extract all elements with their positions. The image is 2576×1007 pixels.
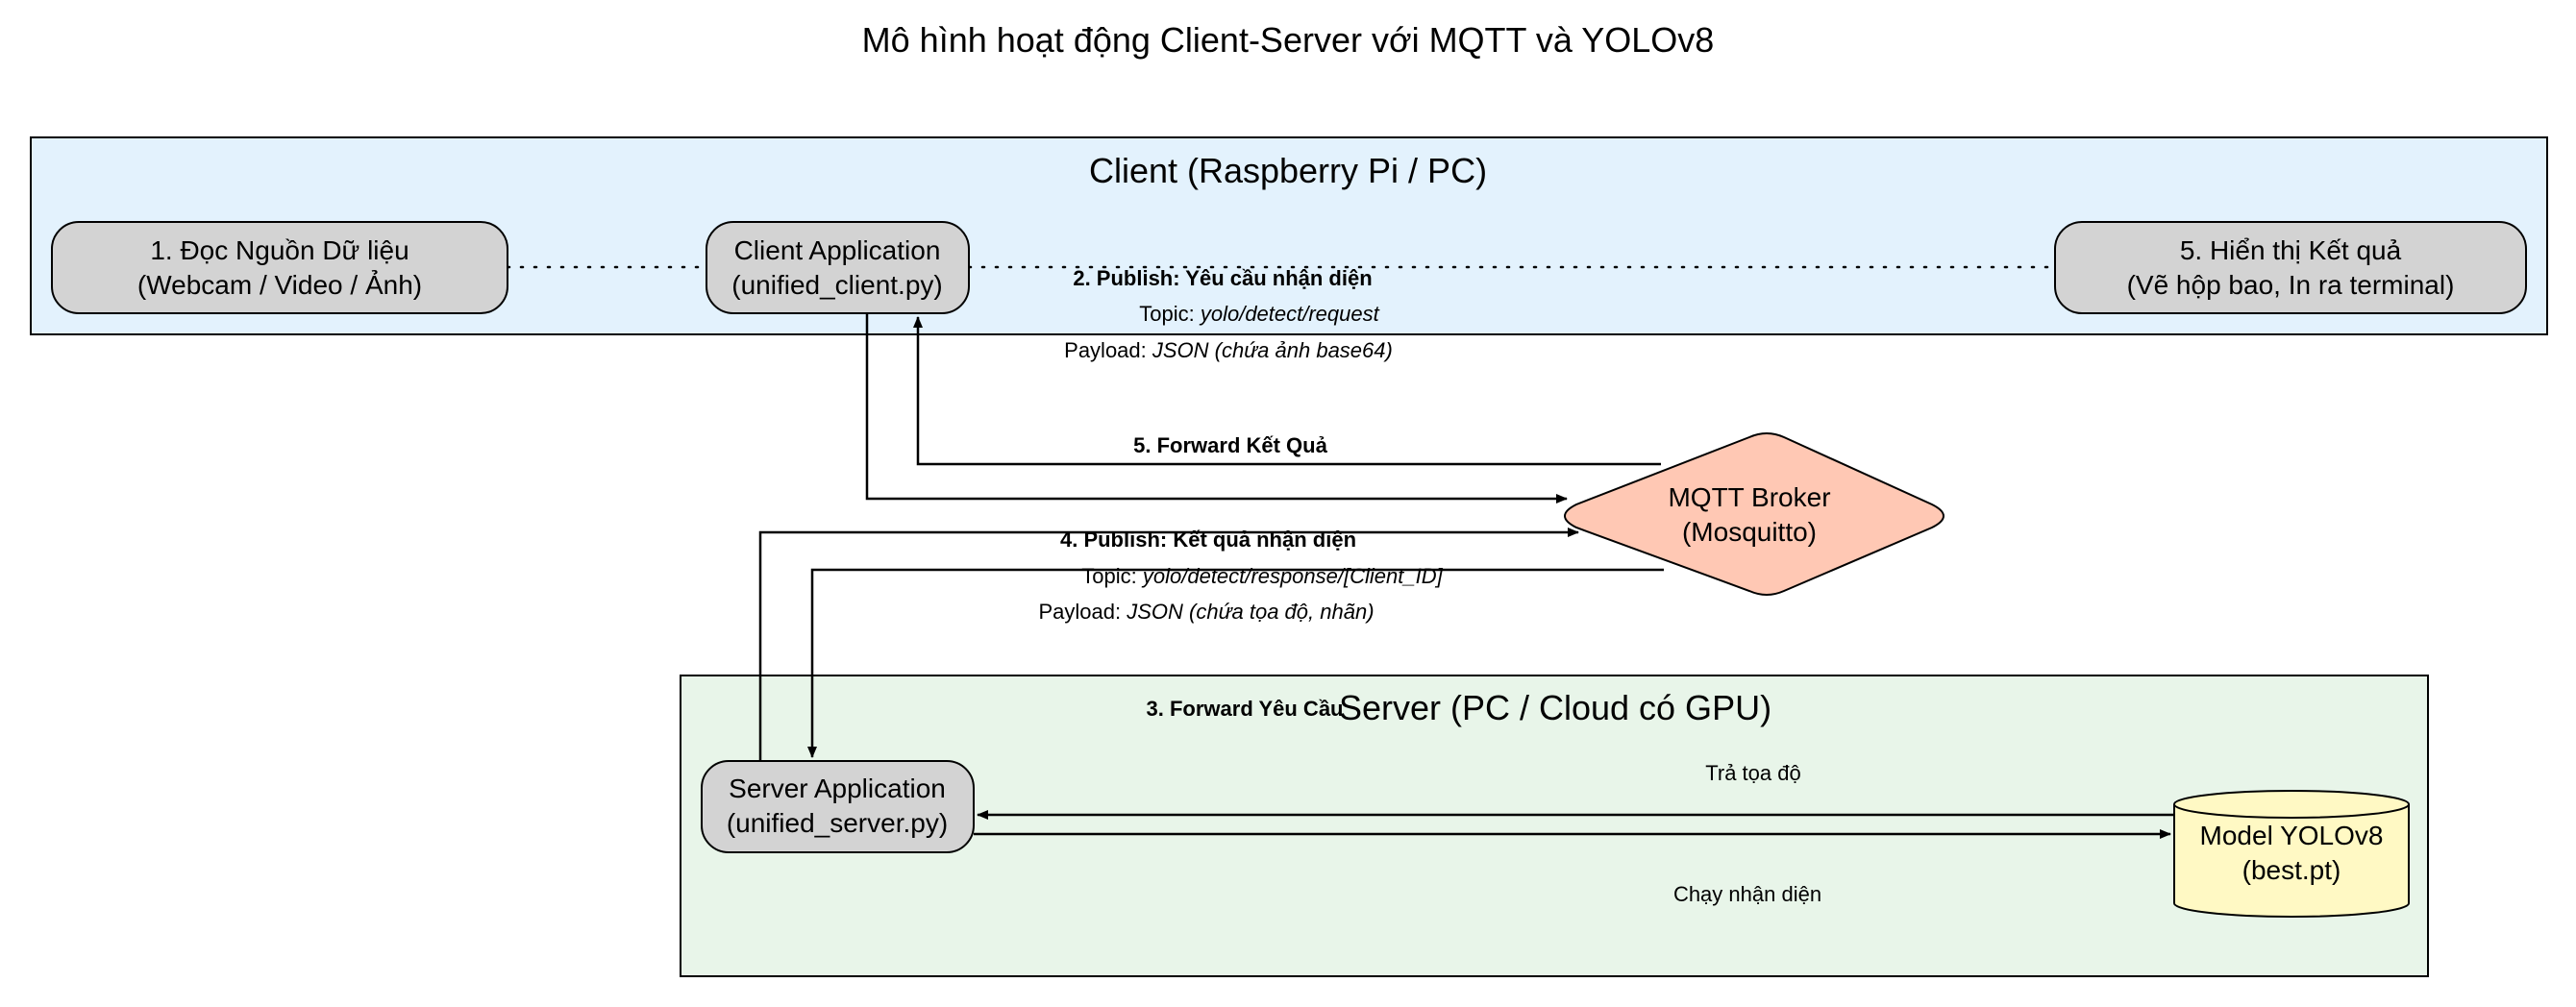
edge-publish-request — [865, 313, 1568, 504]
display-line2: (Vẽ hộp bao, In ra terminal) — [2126, 270, 2455, 301]
publish-request-payload: Payload: JSON (chứa ảnh base64) — [1064, 338, 1393, 363]
read-source-line2: (Webcam / Video / Ảnh) — [136, 270, 423, 301]
payload-value: JSON (chứa tọa độ, nhãn) — [1127, 600, 1375, 624]
broker-line1: MQTT Broker — [1668, 482, 1831, 512]
model-text: Model YOLOv8 (best.pt) — [2200, 819, 2384, 889]
payload-prefix: Payload: — [1038, 600, 1127, 624]
display-node — [2054, 221, 2527, 314]
edge-publish-result — [758, 528, 1579, 761]
model-line1: Model YOLOv8 — [2199, 821, 2384, 850]
topic-prefix: Topic: — [1139, 302, 1201, 326]
model-node — [2173, 790, 2410, 918]
return-coords-label: Trả tọa độ — [1705, 761, 1801, 785]
client-app-text: Client Application (unified_client.py) — [731, 233, 942, 304]
edge-forward-request — [807, 568, 1664, 758]
server-app-line1: Server Application — [729, 774, 946, 803]
diagram-title: Mô hình hoạt động Client-Server với MQTT… — [861, 20, 1715, 60]
server-cluster-label: Server (PC / Cloud có GPU) — [1338, 688, 1772, 727]
publish-result-topic: Topic: yolo/detect/response/[Client_ID] — [1081, 564, 1442, 589]
topic-value: yolo/detect/response/[Client_ID] — [1142, 564, 1443, 588]
mqtt-broker-node — [1564, 432, 1944, 596]
edge-forward-result — [913, 316, 1661, 466]
broker-text: MQTT Broker (Mosquitto) — [1668, 480, 1830, 551]
run-detection-label: Chạy nhận diện — [1672, 882, 1822, 906]
server-app-line2: (unified_server.py) — [726, 808, 949, 839]
topic-value: yolo/detect/request — [1200, 302, 1379, 326]
publish-request-topic: Topic: yolo/detect/request — [1139, 302, 1379, 327]
server-app-text: Server Application (unified_server.py) — [727, 772, 948, 842]
read-source-node — [51, 221, 508, 314]
server-app-node — [701, 760, 975, 853]
client-cluster-label: Client (Raspberry Pi / PC) — [1088, 151, 1488, 190]
read-source-text: 1. Đọc Nguồn Dữ liệu (Webcam / Video / Ả… — [137, 233, 422, 304]
client-app-line1: Client Application — [733, 235, 941, 265]
payload-value: JSON (chứa ảnh base64) — [1152, 338, 1393, 362]
publish-result-payload: Payload: JSON (chứa tọa độ, nhãn) — [1038, 600, 1374, 625]
forward-result-label: 5. Forward Kết Quả — [1133, 433, 1327, 457]
client-app-line2: (unified_client.py) — [731, 270, 943, 301]
display-text: 5. Hiển thị Kết quả (Vẽ hộp bao, In ra t… — [2127, 233, 2455, 304]
payload-prefix: Payload: — [1064, 338, 1152, 362]
forward-request-label: 3. Forward Yêu Cầu — [1146, 697, 1344, 721]
publish-request-label: 2. Publish: Yêu cầu nhận diện — [1073, 266, 1373, 290]
display-line1: 5. Hiển thị Kết quả — [2179, 235, 2402, 265]
model-line2: (best.pt) — [2242, 855, 2341, 886]
broker-line2: (Mosquitto) — [1681, 517, 1818, 548]
client-app-node — [706, 221, 970, 314]
publish-result-label: 4. Publish: Kết quả nhận diện — [1059, 528, 1357, 552]
read-source-line1: 1. Đọc Nguồn Dữ liệu — [150, 235, 409, 265]
topic-prefix: Topic: — [1081, 564, 1143, 588]
